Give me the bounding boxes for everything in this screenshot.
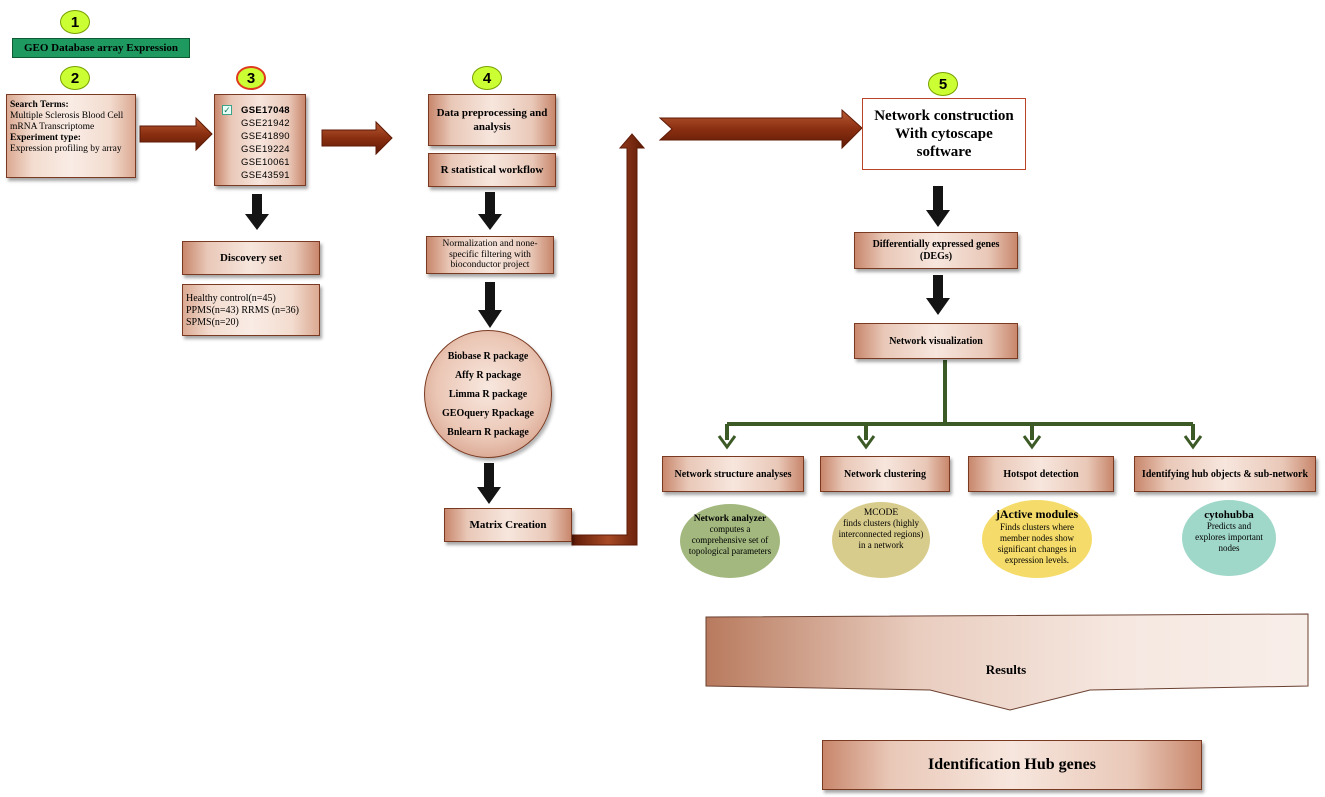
network-visualization-box: Network visualization [854, 323, 1018, 359]
package-item: Biobase R package [447, 351, 529, 362]
branch-arrowhead-2 [856, 435, 876, 450]
arrow-datasets-to-workflow [321, 120, 393, 156]
branch-arrowhead-4 [1183, 435, 1203, 450]
matrix-creation-box: Matrix Creation [444, 508, 572, 542]
experiment-type-value: Expression profiling by array [10, 144, 122, 154]
package-item: Affy R package [454, 370, 522, 381]
down-arrow-construction [926, 186, 950, 227]
down-arrow-normalization [478, 282, 502, 328]
results-funnel-shape [705, 613, 1309, 711]
tool-description: computes a comprehensive set of topologi… [688, 524, 772, 556]
geo-database-title: GEO Database array Expression [12, 38, 190, 58]
package-item: GEOquery Rpackage [442, 408, 534, 419]
jactive-modules-circle: jActive modules Finds clusters where mem… [982, 500, 1092, 578]
arrow-search-to-datasets [139, 116, 213, 152]
network-structure-analyses-box: Network structure analyses [662, 456, 804, 492]
dataset-item: GSE43591 [241, 170, 290, 181]
down-arrow-packages [477, 463, 501, 504]
step-4-badge: 4 [472, 66, 502, 90]
tool-description: Predicts and explores important nodes [1195, 521, 1263, 553]
branch-arrowhead-1 [717, 435, 737, 450]
down-arrow-datasets [245, 194, 269, 230]
experiment-type-label: Experiment type: [10, 133, 81, 143]
data-preprocessing-box: Data preprocessing and analysis [428, 94, 556, 146]
discovery-set-title: Discovery set [182, 241, 320, 275]
datasets-box: ✓ GSE17048 GSE21942 GSE41890 GSE19224 GS… [214, 94, 306, 186]
package-item: Limma R package [448, 389, 528, 400]
package-item: Bnlearn R package [447, 427, 529, 438]
search-terms-box: Search Terms: Multiple Sclerosis Blood C… [6, 94, 136, 178]
network-clustering-box: Network clustering [820, 456, 950, 492]
dataset-item: GSE41890 [241, 131, 290, 142]
dataset-item: GSE17048 [241, 105, 290, 116]
network-analyzer-circle: Network analyzer computes a comprehensiv… [680, 504, 780, 578]
discovery-line: SPMS(n=20) [186, 317, 239, 328]
discovery-line: PPMS(n=43) RRMS (n=36) [186, 305, 299, 316]
step-2-badge: 2 [60, 66, 90, 90]
discovery-set-details: Healthy control(n=45) PPMS(n=43) RRMS (n… [182, 284, 320, 336]
step-5-badge: 5 [928, 72, 958, 96]
search-terms-value: Multiple Sclerosis Blood Cell mRNA Trans… [10, 111, 124, 132]
mcode-circle: MCODE finds clusters (highly interconnec… [832, 502, 930, 578]
dataset-item: GSE19224 [241, 144, 290, 155]
step-1-badge: 1 [60, 10, 90, 34]
r-workflow-box: R statistical workflow [428, 153, 556, 187]
down-arrow-degs [926, 275, 950, 315]
checkbox-icon: ✓ [222, 105, 232, 115]
hub-objects-box: Identifying hub objects & sub-network [1134, 456, 1316, 492]
tool-name: Network analyzer [693, 514, 767, 524]
discovery-line: Healthy control(n=45) [186, 293, 276, 304]
tool-name: cytohubba [1204, 509, 1254, 521]
cytohubba-circle: cytohubba Predicts and explores importan… [1182, 500, 1276, 576]
step-3-badge: 3 [236, 66, 266, 90]
dataset-item: GSE10061 [241, 157, 290, 168]
dataset-item: GSE21942 [241, 118, 290, 129]
tool-description: Finds clusters where member nodes show s… [997, 522, 1077, 565]
branch-tree [725, 360, 1195, 440]
arrow-matrix-to-network [571, 133, 646, 546]
search-terms-label: Search Terms: [10, 100, 69, 110]
normalization-box: Normalization and none-specific filterin… [426, 236, 554, 274]
tool-name: MCODE [863, 508, 899, 518]
arrow-into-network-construction [658, 108, 863, 150]
branch-arrowhead-3 [1022, 435, 1042, 450]
down-arrows [245, 186, 950, 504]
identification-hub-genes-box: Identification Hub genes [822, 740, 1202, 790]
results-label: Results [985, 662, 1027, 677]
network-construction-box: Network construction With cytoscape soft… [862, 98, 1026, 170]
hotspot-detection-box: Hotspot detection [968, 456, 1114, 492]
tool-description: finds clusters (highly interconnected re… [838, 518, 924, 550]
tool-name: jActive modules [995, 507, 1079, 521]
down-arrow-rworkflow [478, 192, 502, 230]
degs-box: Differentially expressed genes (DEGs) [854, 232, 1018, 269]
r-packages-circle: Biobase R package Affy R package Limma R… [424, 330, 552, 458]
